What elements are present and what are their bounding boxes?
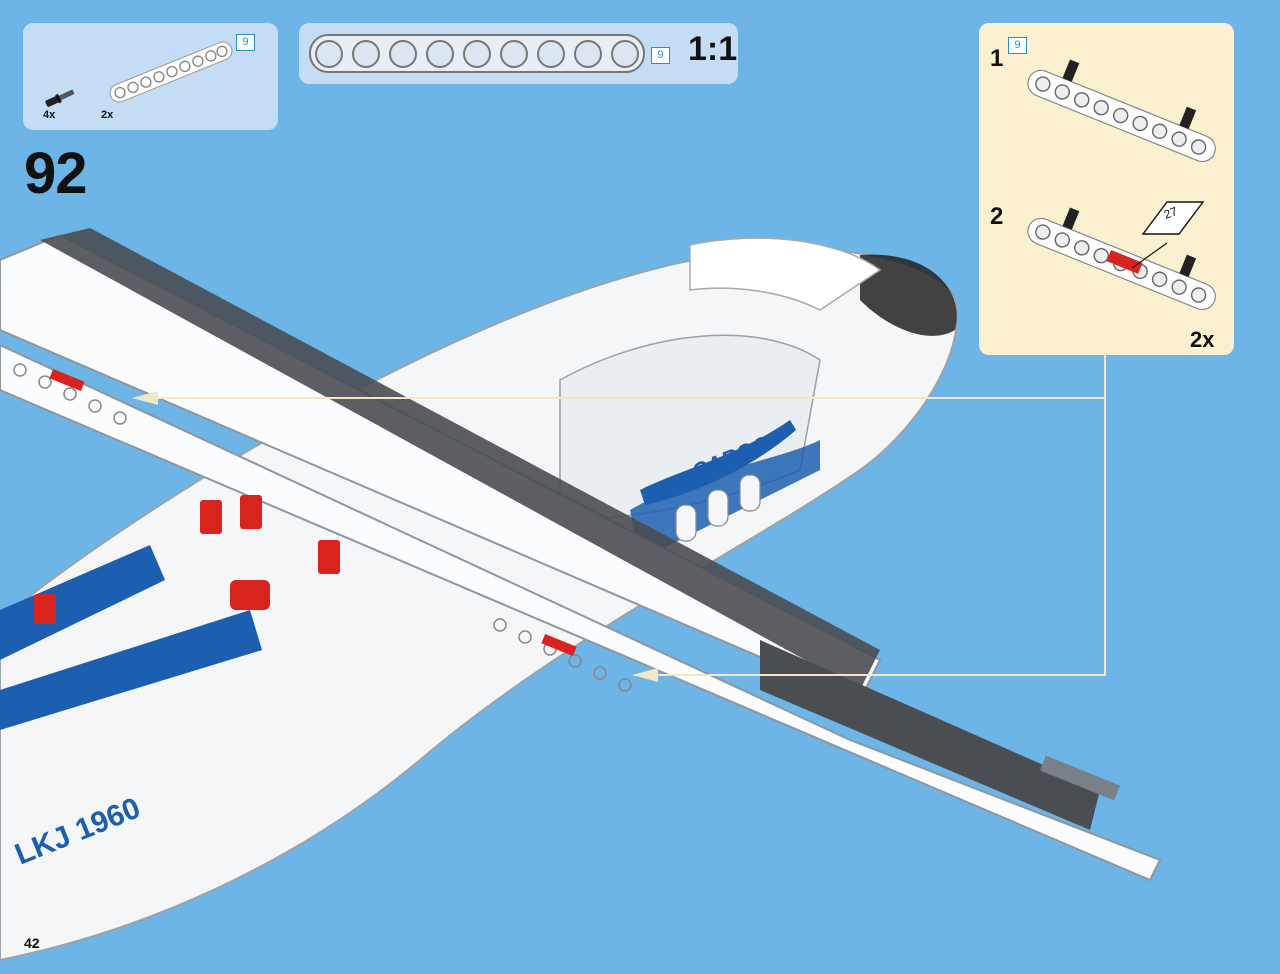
- parts-list-panel: 4x 9 2x: [23, 23, 278, 130]
- scale-label: 1:1: [688, 30, 738, 68]
- sub-step-1-number: 1: [990, 45, 1004, 72]
- sticker-callout-icon: [1141, 201, 1205, 235]
- sub-assembly-panel: 1 9 2 27: [979, 23, 1234, 355]
- scale-length-badge: 9: [651, 47, 670, 64]
- beam-length-badge: 9: [236, 34, 255, 51]
- sub-step-1-assembly: [1027, 59, 1216, 163]
- beam-9-icon: [109, 41, 233, 103]
- sub-step-2-assembly: [1027, 207, 1216, 311]
- beam-count: 2x: [101, 109, 114, 121]
- axle-pin-count: 4x: [43, 109, 56, 121]
- sub-step-1-length-badge: 9: [1008, 37, 1027, 54]
- beam-1-to-1-icon: [309, 34, 645, 73]
- page-number: 42: [24, 935, 40, 951]
- step-number: 92: [24, 141, 88, 206]
- sub-step-2-number: 2: [990, 203, 1004, 230]
- sub-assembly-multiplier: 2x: [1190, 327, 1215, 352]
- axle-pin-icon: [45, 89, 75, 107]
